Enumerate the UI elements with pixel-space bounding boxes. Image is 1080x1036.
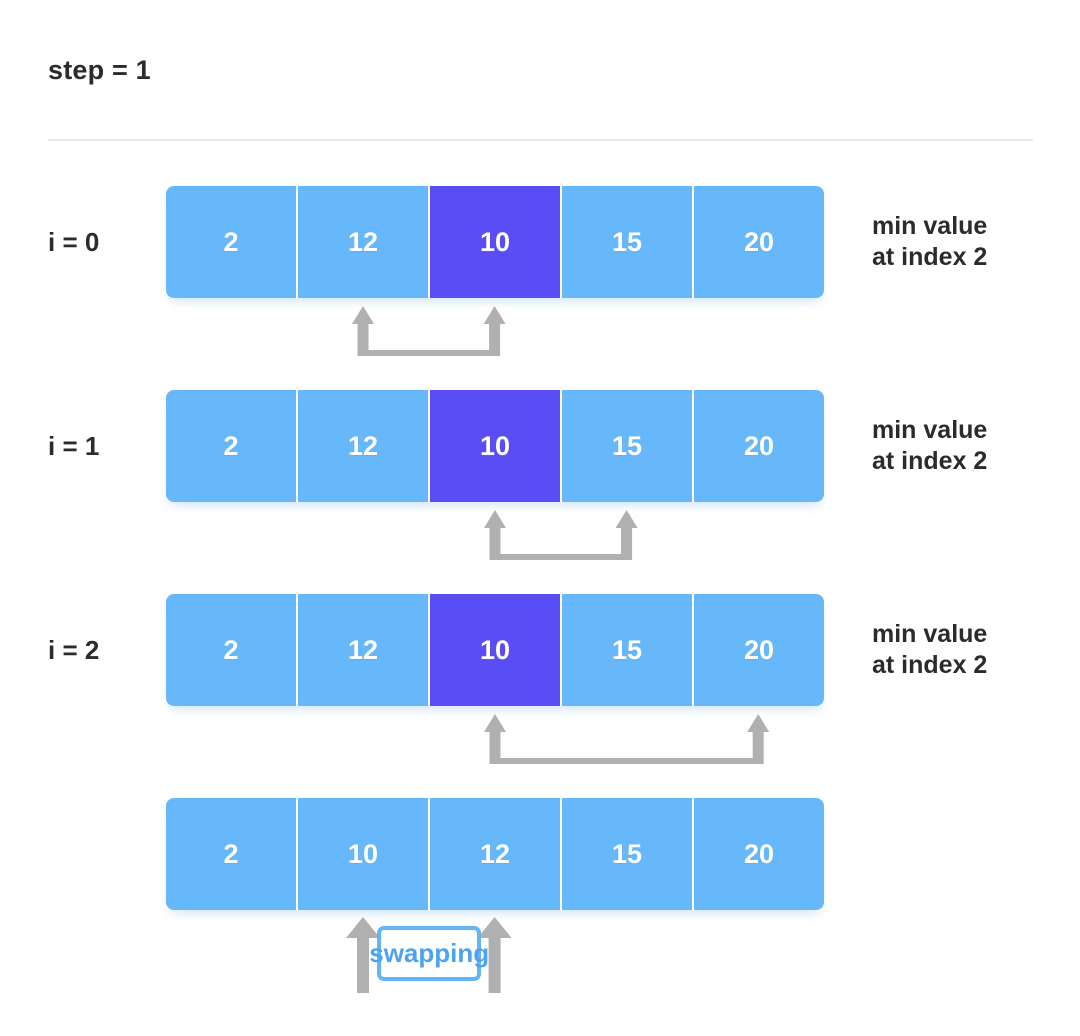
array-cell-highlighted[interactable]: 10 (430, 594, 562, 706)
page-title: step = 1 (48, 55, 151, 85)
array-cell[interactable]: 2 (166, 798, 298, 910)
array-cell[interactable]: 2 (166, 594, 298, 706)
array-cell-highlighted[interactable]: 10 (430, 390, 562, 502)
swap-connector-icon (333, 300, 525, 360)
array-cell[interactable]: 10 (298, 798, 430, 910)
array-cell[interactable]: 12 (298, 186, 430, 298)
array-cell[interactable]: 12 (298, 390, 430, 502)
array-cell[interactable]: 12 (430, 798, 562, 910)
array-cell[interactable]: 15 (562, 186, 694, 298)
array-cell[interactable]: 15 (562, 594, 694, 706)
row-index-label: i = 0 (48, 226, 100, 257)
array-cell[interactable]: 15 (562, 798, 694, 910)
array-cell[interactable]: 20 (694, 390, 824, 502)
row-annotation: min value at index 2 (872, 415, 988, 476)
swapping-annotation: swapping (334, 908, 524, 993)
header-divider (48, 139, 1033, 141)
swapping-label: swapping (369, 938, 490, 968)
row-index-label: i = 1 (48, 430, 100, 461)
row-index-label: i = 2 (48, 634, 100, 665)
array-cell[interactable]: 2 (166, 390, 298, 502)
array-cell[interactable]: 2 (166, 186, 298, 298)
array-cell[interactable]: 20 (694, 798, 824, 910)
swap-connector-icon (465, 504, 657, 564)
array-cell[interactable]: 20 (694, 594, 824, 706)
swapping-label-box: swapping (369, 926, 489, 981)
array-cell-highlighted[interactable]: 10 (430, 186, 562, 298)
array-cell[interactable]: 15 (562, 390, 694, 502)
row-annotation: min value at index 2 (872, 619, 988, 680)
swap-arrows-icon (346, 917, 512, 993)
row-annotation: min value at index 2 (872, 211, 988, 272)
array-cell[interactable]: 20 (694, 186, 824, 298)
swap-connector-icon (465, 708, 788, 768)
array-cell[interactable]: 12 (298, 594, 430, 706)
